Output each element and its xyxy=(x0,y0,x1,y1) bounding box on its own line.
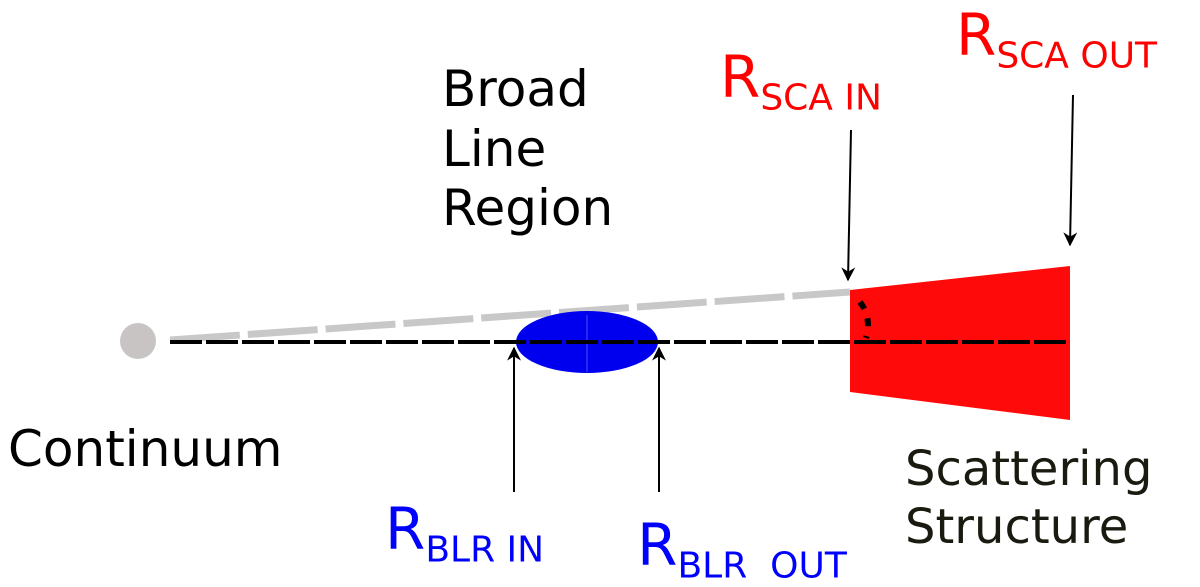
upper-sight-line xyxy=(169,288,851,344)
r-sca-out-main: R xyxy=(956,1,997,69)
r-blr-in-label: RBLR IN xyxy=(385,500,544,569)
arrow-sca-in xyxy=(841,129,856,282)
r-blr-out-main: R xyxy=(637,511,678,579)
r-sca-in-sub: SCA IN xyxy=(760,77,882,119)
r-sca-in-label: RSCA IN xyxy=(720,48,882,117)
r-blr-in-sub: BLR IN xyxy=(425,529,545,571)
arrow-sca-out xyxy=(1063,94,1078,247)
broad-label-line2: Line xyxy=(442,120,547,178)
broad-label-line1: Broad xyxy=(442,60,589,118)
scattering-label-line2: Structure xyxy=(905,499,1129,555)
scattering-structure-shape xyxy=(850,266,1070,420)
continuum-label: Continuum xyxy=(8,420,283,478)
r-blr-out-sub: BLR OUT xyxy=(677,545,847,587)
continuum-source xyxy=(120,323,156,359)
scattering-label-line1: Scattering xyxy=(905,441,1153,497)
r-blr-in-main: R xyxy=(385,495,426,563)
r-sca-out-label: RSCA OUT xyxy=(956,6,1157,75)
broad-label-line3: Region xyxy=(442,179,614,237)
opening-angle-arc xyxy=(857,300,871,339)
r-blr-out-label: RBLR OUT xyxy=(627,500,847,585)
r-sca-in-main: R xyxy=(720,43,761,111)
r-sca-out-sub: SCA OUT xyxy=(996,35,1158,77)
